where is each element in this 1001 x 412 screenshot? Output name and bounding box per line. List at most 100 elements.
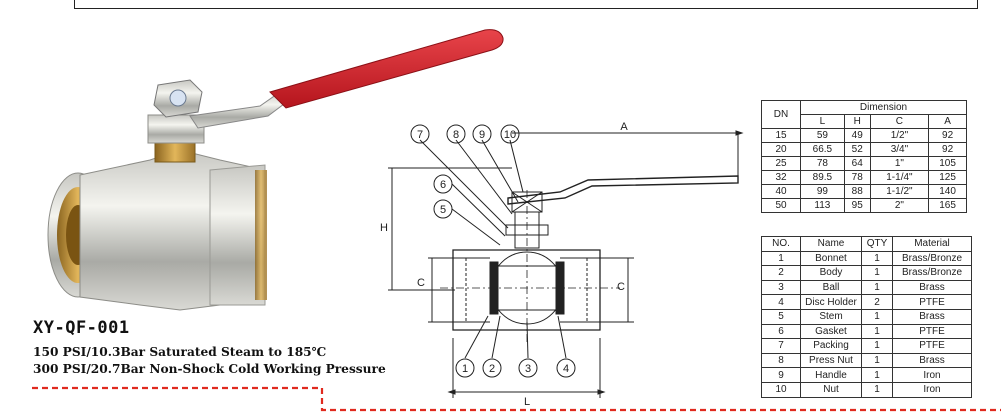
- header-frame: [74, 0, 978, 9]
- table-cell: 1: [861, 367, 893, 383]
- table-row: 15 59 49 1/2" 92: [761, 128, 967, 143]
- table-cell: 125: [928, 170, 967, 185]
- table-cell: 88: [843, 184, 871, 199]
- table-cell: 95: [843, 198, 871, 213]
- ball-valve-photo: [47, 29, 504, 311]
- table-cell: 165: [928, 198, 967, 213]
- dim-label-h: H: [380, 222, 388, 234]
- dim-label-l: L: [524, 396, 530, 408]
- dim-label-a: A: [620, 121, 628, 133]
- dim-label-c-right: C: [617, 281, 625, 293]
- col-header: H: [843, 114, 871, 129]
- table-cell: 52: [843, 142, 871, 157]
- table-cell: Gasket: [800, 323, 862, 340]
- table-cell: 64: [843, 156, 871, 171]
- pressure-spec-steam: 150 PSI/10.3Bar Saturated Steam to 185℃: [33, 345, 327, 359]
- table-cell: 113: [800, 198, 845, 213]
- table-cell: 2: [861, 294, 893, 310]
- table-cell: Brass/Bronze: [892, 250, 972, 267]
- table-row: 32 89.5 78 1-1/4" 125: [761, 170, 967, 185]
- table-cell: 1: [861, 265, 893, 281]
- table-row: 1 Bonnet 1 Brass/Bronze: [761, 250, 972, 267]
- dim-label-c-left: C: [417, 277, 425, 289]
- callout-7: 7: [417, 129, 423, 141]
- table-cell: 78: [843, 170, 871, 185]
- table-row: 9 Handle 1 Iron: [761, 367, 972, 383]
- dimension-header: Dimension: [800, 100, 967, 115]
- table-row: 5 Stem 1 Brass: [761, 308, 972, 325]
- table-cell: 25: [761, 156, 801, 171]
- callout-5: 5: [440, 204, 446, 216]
- table-cell: 1: [861, 279, 893, 296]
- table-cell: 92: [928, 128, 967, 143]
- table-cell: Packing: [800, 338, 862, 354]
- table-cell: 99: [800, 184, 845, 199]
- table-cell: 1: [861, 250, 893, 267]
- table-cell: 1: [761, 250, 801, 267]
- table-cell: Brass: [892, 308, 972, 325]
- table-cell: 1: [861, 323, 893, 340]
- valve-technical-drawing: A H C C L 7 8 9 10 6 5 1 2 3 4: [380, 121, 744, 408]
- material-table: NO. Name QTY Material 1 Bonnet 1 Brass/B…: [761, 236, 972, 398]
- table-cell: 2: [761, 265, 801, 281]
- table-row: 25 78 64 1" 105: [761, 156, 967, 171]
- callout-10: 10: [504, 129, 516, 141]
- table-cell: 140: [928, 184, 967, 199]
- table-cell: 1-1/2": [869, 184, 930, 199]
- table-cell: 105: [928, 156, 967, 171]
- table-cell: 15: [761, 128, 801, 143]
- red-dashed-divider: [32, 386, 1001, 412]
- table-cell: 89.5: [800, 170, 845, 185]
- table-row: 3 Ball 1 Brass: [761, 279, 972, 296]
- table-cell: 1: [861, 352, 893, 369]
- col-header: NO.: [761, 236, 801, 252]
- col-header: L: [800, 114, 845, 129]
- table-cell: 1: [861, 381, 893, 398]
- table-cell: Handle: [800, 367, 862, 383]
- callout-2: 2: [489, 363, 495, 375]
- table-row: 7 Packing 1 PTFE: [761, 338, 972, 354]
- callout-6: 6: [440, 179, 446, 191]
- callout-9: 9: [479, 129, 485, 141]
- table-row: 50 113 95 2" 165: [761, 198, 967, 213]
- table-cell: 10: [761, 381, 801, 398]
- table-row: 20 66.5 52 3/4" 92: [761, 142, 967, 157]
- table-cell: 20: [761, 142, 801, 157]
- table-cell: 1": [869, 156, 930, 171]
- table-cell: PTFE: [892, 294, 972, 310]
- table-row: 2 Body 1 Brass/Bronze: [761, 265, 972, 281]
- table-row: 40 99 88 1-1/2" 140: [761, 184, 967, 199]
- table-cell: 40: [761, 184, 801, 199]
- table-cell: 3: [761, 279, 801, 296]
- table-cell: 9: [761, 367, 801, 383]
- dimension-table: DN Dimension L H C A 15 59 49 1/2" 92 20…: [761, 100, 967, 213]
- table-cell: Brass: [892, 352, 972, 369]
- callout-4: 4: [563, 363, 569, 375]
- table-cell: 32: [761, 170, 801, 185]
- pressure-spec-cold: 300 PSI/20.7Bar Non-Shock Cold Working P…: [33, 362, 386, 376]
- table-cell: 8: [761, 352, 801, 369]
- table-cell: Iron: [892, 381, 972, 398]
- table-cell: 1: [861, 308, 893, 325]
- col-header: QTY: [861, 236, 893, 252]
- table-cell: Stem: [800, 308, 862, 325]
- table-cell: PTFE: [892, 338, 972, 354]
- table-cell: Disc Holder: [800, 294, 862, 310]
- col-header: A: [928, 114, 967, 129]
- table-cell: 7: [761, 338, 801, 354]
- table-cell: 66.5: [800, 142, 845, 157]
- table-row: 4 Disc Holder 2 PTFE: [761, 294, 972, 310]
- dn-header: DN: [761, 100, 801, 129]
- col-header: Name: [800, 236, 862, 252]
- callout-8: 8: [453, 129, 459, 141]
- table-cell: Press Nut: [800, 352, 862, 369]
- table-cell: PTFE: [892, 323, 972, 340]
- table-cell: 59: [800, 128, 845, 143]
- table-cell: 2": [869, 198, 930, 213]
- table-cell: 1: [861, 338, 893, 354]
- table-row: 10 Nut 1 Iron: [761, 381, 972, 398]
- col-header: Material: [892, 236, 972, 252]
- table-cell: 3/4": [869, 142, 930, 157]
- table-cell: 1/2": [869, 128, 930, 143]
- col-header: C: [869, 114, 930, 129]
